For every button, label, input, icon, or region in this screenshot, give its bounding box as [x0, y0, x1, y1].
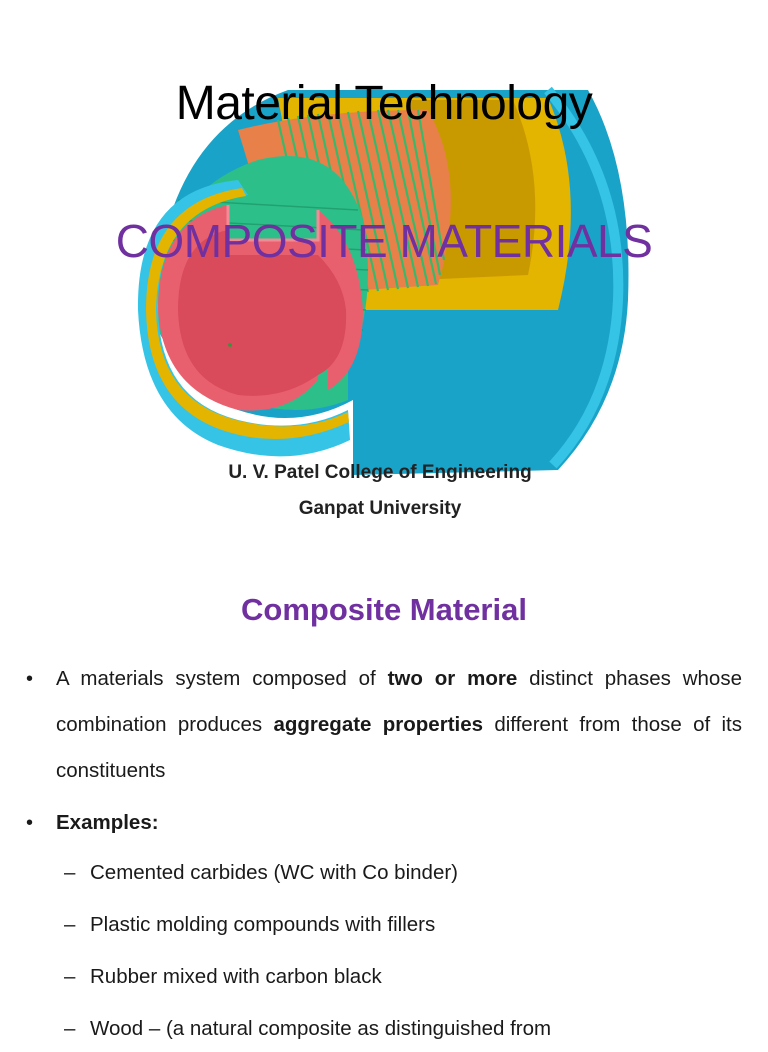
dash: –	[64, 965, 76, 988]
subtitle: COMPOSITE MATERIALS	[115, 215, 653, 267]
university-name: Ganpat University	[298, 498, 462, 519]
dash: –	[64, 861, 76, 884]
content-slide: Composite Material • A materials system …	[0, 560, 768, 1040]
title-slide: Material Technology COMPOSITE MATERIALS …	[115, 77, 653, 519]
definition-text-1: A materials system composed of	[56, 667, 388, 690]
examples-heading: Examples:	[56, 800, 742, 846]
slide-title: Composite Material	[241, 592, 527, 627]
main-title: Material Technology	[175, 77, 593, 130]
examples-label: Examples:	[56, 811, 159, 834]
definition-bold-2: aggregate properties	[273, 713, 484, 736]
example-item: Wood – (a natural composite as distingui…	[90, 1017, 552, 1040]
bullet-dot: •	[26, 668, 34, 690]
bullet-dot: •	[26, 812, 34, 834]
dash: –	[64, 1017, 76, 1040]
college-name: U. V. Patel College of Engineering	[228, 462, 532, 483]
composite-cylinder-illustration	[137, 86, 629, 475]
definition-bold-1: two or more	[387, 667, 518, 690]
dash: –	[64, 913, 76, 936]
definition-text-2: distinct phases whose combination produc…	[56, 667, 742, 736]
example-item: Plastic molding compounds with fillers	[90, 913, 436, 936]
example-item: Cemented carbides (WC with Co binder)	[90, 861, 458, 884]
definition-bullet: A materials system composed of two or mo…	[56, 656, 742, 794]
definition-text-3: different from those of its constituents	[56, 713, 742, 782]
example-item: Rubber mixed with carbon black	[90, 965, 382, 988]
